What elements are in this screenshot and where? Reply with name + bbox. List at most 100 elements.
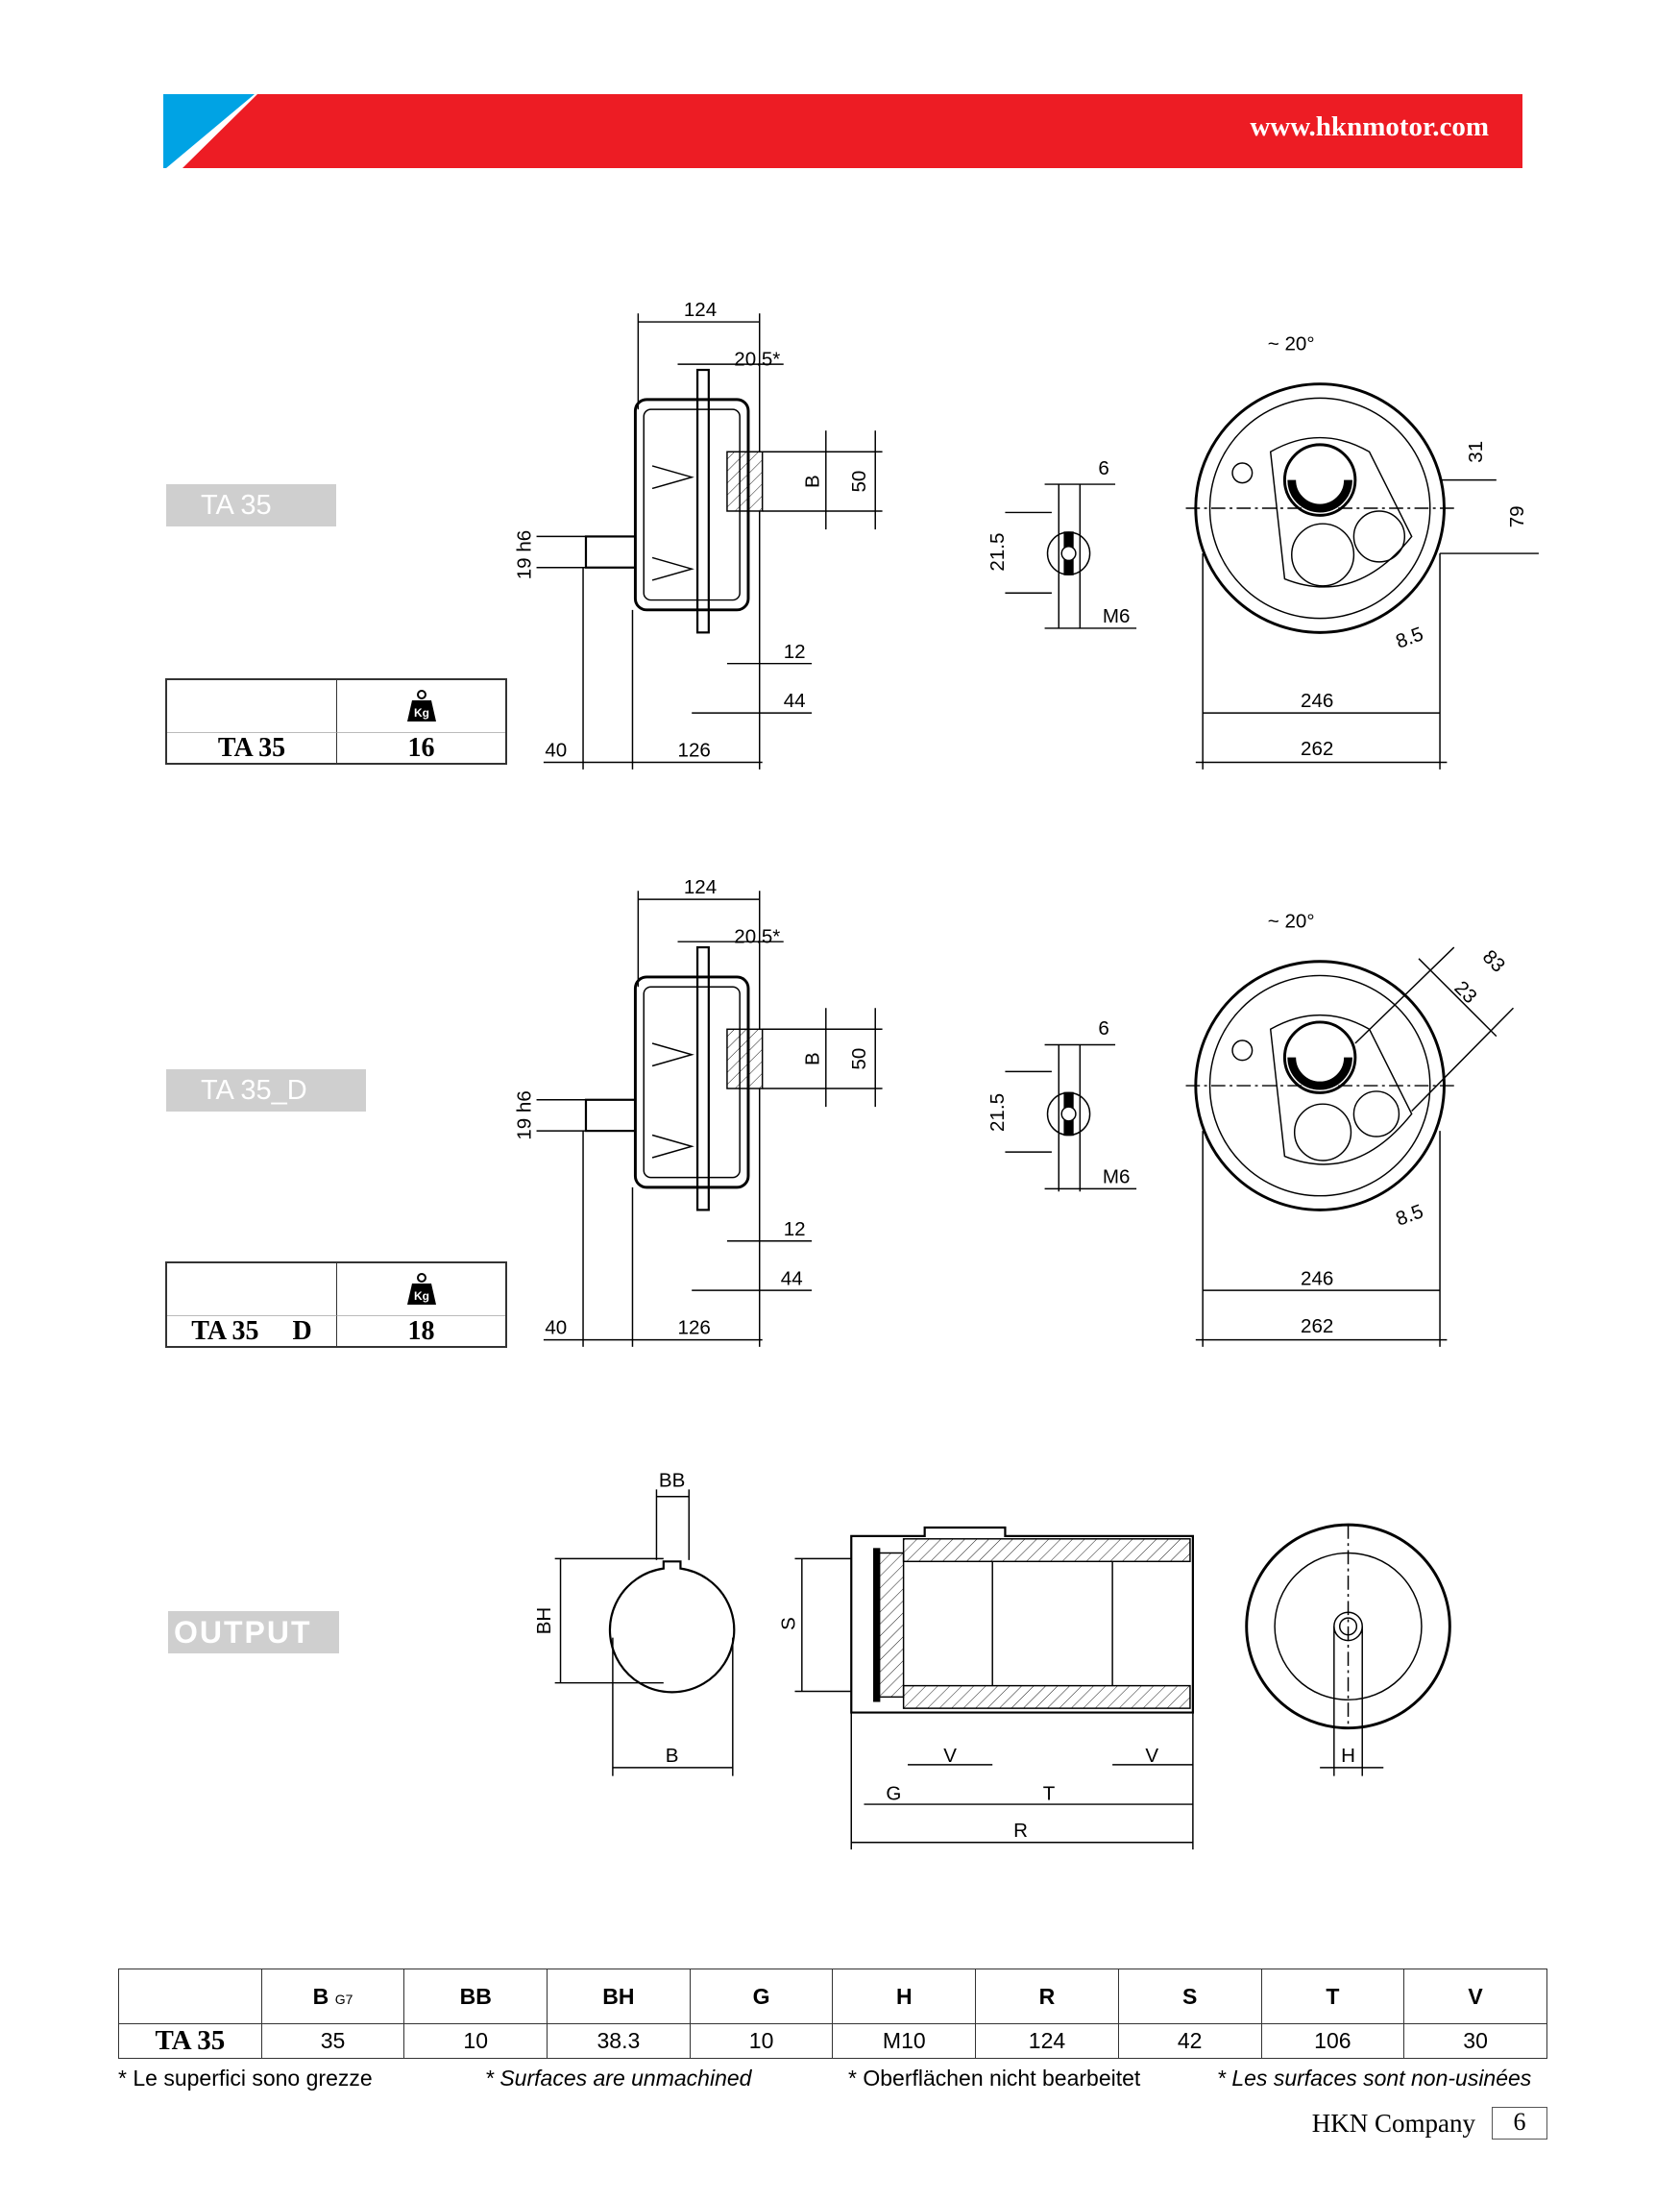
weight-model: TA 35 [167, 733, 337, 764]
drawing-outline [726, 1028, 764, 1089]
drawing-outline [1282, 1020, 1357, 1094]
dim-21-5: 21.5 [986, 533, 1009, 572]
spec-data-row: TA 35 35 10 38.3 10 M10 124 42 106 30 [118, 2023, 1547, 2059]
side-view-ta35: 124 20.5* B 50 19 h6 12 44 40 126 [514, 299, 883, 770]
weight-table-ta35: Kg TA 35 16 [165, 678, 507, 765]
dim-v: V [1145, 1745, 1158, 1767]
dim-b: B [666, 1745, 679, 1767]
drawing-outline [1060, 1106, 1077, 1122]
dimension-line [1418, 958, 1497, 1038]
output-tube-section: S V V G T R [777, 1526, 1194, 1850]
dim-8-5: 8.5 [1393, 623, 1426, 652]
dim-262: 262 [1301, 738, 1333, 760]
spec-cell: 106 [1260, 2023, 1405, 2059]
dim-h: H [1341, 1745, 1355, 1767]
drawing-outline [1287, 479, 1352, 513]
spec-cell: 35 [260, 2023, 405, 2059]
dim-40: 40 [545, 740, 567, 762]
dim-126: 126 [678, 1317, 711, 1339]
spec-corner [118, 1969, 262, 2024]
drawing-outline [1293, 1103, 1352, 1162]
drawing-outline [1352, 510, 1406, 563]
front-view-ta35: ~ 20° 31 79 8.5 246 262 [1185, 332, 1539, 770]
spec-cell: 124 [975, 2023, 1119, 2059]
dim-bb: BB [659, 1469, 685, 1491]
dim-12: 12 [784, 641, 806, 663]
dim-s: S [777, 1617, 799, 1630]
drawing-outline [1208, 974, 1431, 1197]
dim-20-5: 20.5* [734, 349, 780, 371]
dim-262: 262 [1301, 1315, 1333, 1337]
website-link[interactable]: www.hknmotor.com [1250, 111, 1489, 142]
dim-50: 50 [848, 471, 870, 493]
front-view-ta35d: ~ 20° 83 23 8.5 246 262 [1185, 910, 1514, 1347]
dimension-line [1354, 946, 1455, 1044]
dim-79: 79 [1506, 505, 1528, 527]
drawing-outline [1060, 545, 1077, 562]
spec-cell: 38.3 [547, 2023, 691, 2059]
spec-cell: 10 [689, 2023, 834, 2059]
drawing-outline [902, 1538, 1191, 1563]
spec-header: V [1403, 1969, 1547, 2024]
dim-19h6: 19 h6 [514, 530, 536, 579]
drawing-outline [726, 451, 764, 512]
spec-header: BH [547, 1969, 691, 2024]
drawing-outline [1352, 1090, 1400, 1137]
dim-44: 44 [781, 1267, 803, 1289]
spec-header: BB [403, 1969, 548, 2024]
weight-model: TA 35 D [167, 1316, 337, 1347]
spec-model: TA 35 [118, 2023, 262, 2059]
kg-weight-icon: Kg [337, 680, 505, 733]
dim-bh: BH [533, 1607, 555, 1635]
dim-g: G [886, 1783, 901, 1805]
drawing-outline [1282, 443, 1357, 517]
dim-83: 83 [1478, 945, 1509, 976]
keyway-detail-ta35: 6 21.5 M6 [986, 457, 1137, 629]
b-tolerance: G7 [334, 1991, 353, 2007]
model-label-output: OUTPUT [168, 1611, 339, 1653]
drawing-outline [651, 465, 694, 581]
drawing-outline [1269, 1014, 1413, 1165]
spec-table: B G7 BB BH G H R S T V TA 35 35 10 38.3 … [118, 1969, 1547, 2059]
drawing-outline [1208, 397, 1431, 620]
dim-126: 126 [678, 740, 711, 762]
note-german: * Oberflächen nicht bearbeitet [848, 2066, 1141, 2091]
drawing-outline [902, 1684, 1191, 1709]
model-label-ta35: TA 35 [166, 484, 336, 526]
spec-header: S [1117, 1969, 1262, 2024]
dim-40: 40 [545, 1317, 567, 1339]
spec-header: G [689, 1969, 834, 2024]
drawing-outline [1287, 1057, 1352, 1090]
svg-text:Kg: Kg [414, 706, 429, 720]
drawing-outline [608, 1560, 736, 1694]
drawing-outline [1291, 523, 1355, 587]
dimension-line [1411, 1007, 1514, 1113]
drawing-outline: 124 20.5* B 50 19 h6 12 44 40 126 6 21.5… [514, 876, 1514, 1347]
spec-header: R [975, 1969, 1119, 2024]
svg-text:Kg: Kg [414, 1289, 429, 1303]
dim-23: 23 [1449, 977, 1480, 1008]
dim-6: 6 [1098, 1017, 1108, 1039]
side-view-ta35d: 124 20.5* B 50 19 h6 12 44 40 126 [514, 876, 883, 1347]
dim-angle-20: ~ 20° [1268, 910, 1315, 932]
spec-header: H [832, 1969, 977, 2024]
drawing-outline [1231, 1039, 1254, 1062]
kg-weight-icon: Kg [337, 1263, 505, 1316]
spec-cell: 42 [1117, 2023, 1262, 2059]
page-number: 6 [1492, 2107, 1547, 2140]
dim-b: B [801, 1052, 823, 1065]
weight-value: 18 [407, 1316, 435, 1346]
output-end-view: H [1245, 1523, 1451, 1776]
drawing-outline [584, 1098, 637, 1133]
keyway-detail-ta35d: 6 21.5 M6 [986, 1017, 1137, 1192]
drawing-outline [643, 986, 741, 1179]
drawing-outline [1269, 436, 1413, 588]
dim-m6: M6 [1103, 1165, 1131, 1187]
dim-t: T [1043, 1783, 1056, 1805]
dim-r: R [1013, 1820, 1028, 1842]
spec-cell: 10 [403, 2023, 548, 2059]
spec-header-b: B G7 [260, 1969, 405, 2024]
banner-graphic [163, 94, 1522, 168]
spec-header: T [1260, 1969, 1405, 2024]
company-name: HKN Company [1311, 2109, 1475, 2138]
